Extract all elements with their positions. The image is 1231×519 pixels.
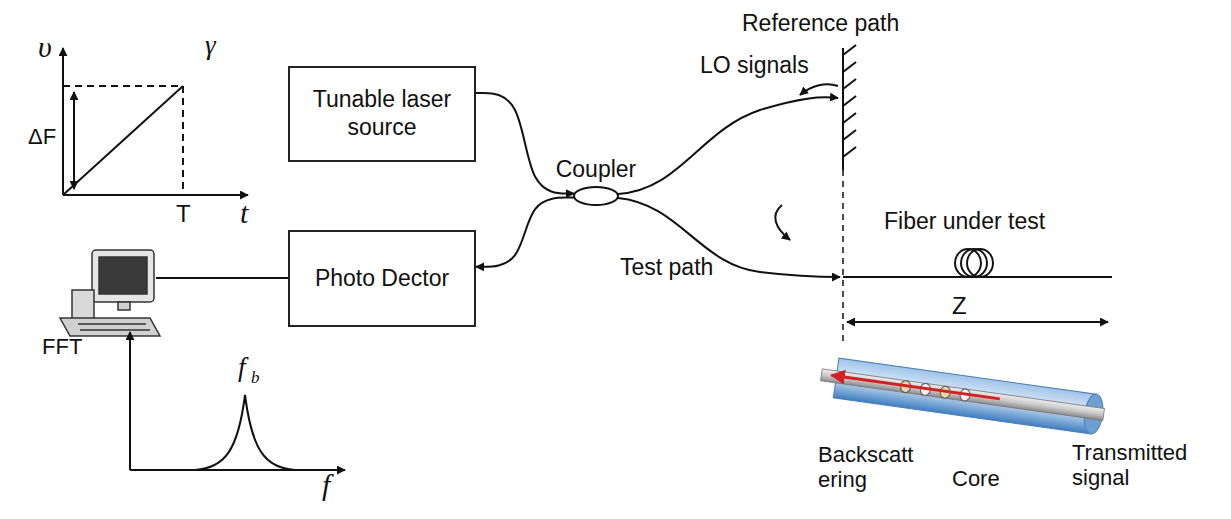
photo-detector-box: Photo Dector — [288, 230, 476, 327]
coupler-node: Coupler — [548, 156, 644, 208]
path-label: Reference path — [742, 10, 899, 36]
fiber-cylinder — [818, 356, 1106, 435]
frequency-subscript: b — [251, 368, 260, 388]
axis-symbol: f — [322, 468, 330, 503]
plot-label: FFT — [42, 334, 82, 359]
dimension-label: Z — [952, 292, 967, 320]
fiber-paths — [618, 84, 840, 277]
frequency-symbol: f — [238, 352, 246, 383]
period-label: T — [176, 200, 191, 228]
fiber-under-test — [843, 249, 1112, 322]
path-label: Test path — [620, 254, 713, 280]
coupler-shape — [548, 184, 644, 208]
node-text: Photo Dector — [315, 265, 449, 293]
fft-plot — [130, 332, 345, 470]
axis-symbol: υ — [38, 30, 52, 65]
illustration-label: Transmitted signal — [1072, 440, 1222, 491]
laser-source-box: Tunable laser source — [288, 66, 476, 162]
node-text: Tunable laser source — [300, 86, 464, 141]
node-text: Coupler — [548, 156, 644, 184]
fiber-connector — [476, 198, 574, 267]
sweep-graph — [63, 48, 248, 195]
coupler-ellipse — [574, 187, 618, 205]
path-label: LO signals — [700, 52, 809, 78]
illustration-label: Backscatt ering — [818, 442, 926, 493]
axis-symbol: t — [240, 196, 248, 231]
sweep-rate-symbol: γ — [205, 30, 216, 61]
component-label: Fiber under test — [884, 208, 1045, 234]
computer-icon — [60, 250, 288, 336]
illustration-label: Core — [952, 466, 1000, 491]
reference-mirror — [843, 45, 856, 345]
bandwidth-label: ΔF — [28, 124, 56, 149]
